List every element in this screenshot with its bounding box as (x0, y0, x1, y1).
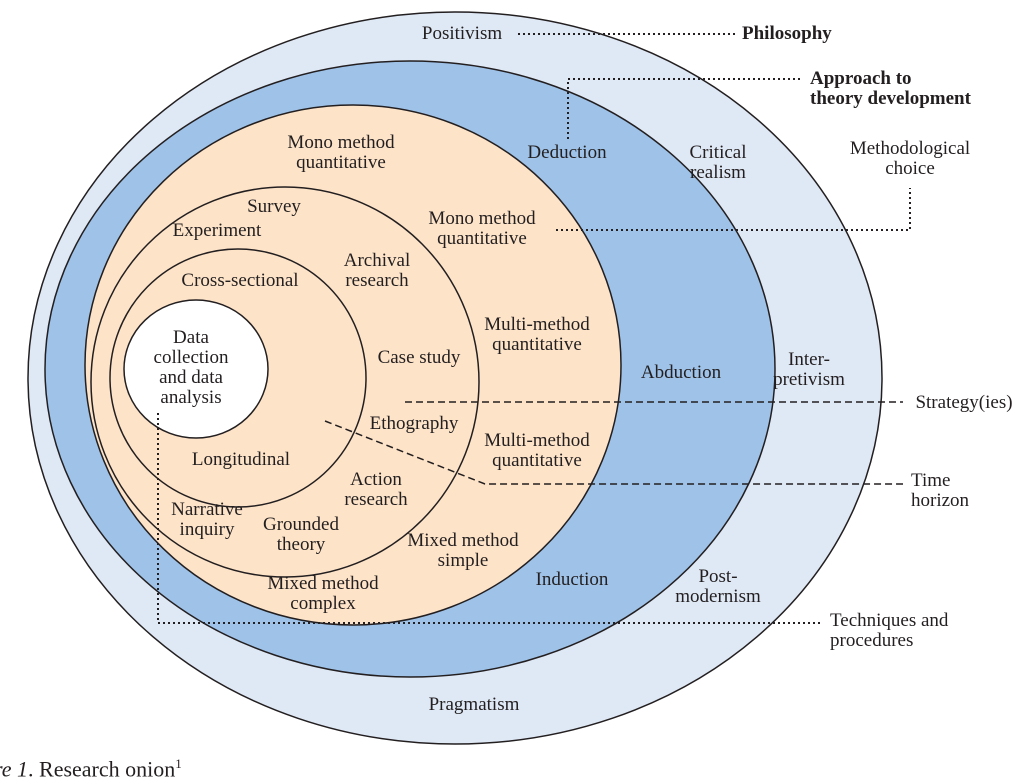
label-grounded-theory: Grounded theory (263, 514, 339, 555)
label-time-horizon: Time horizon (911, 470, 970, 511)
label-survey: Survey (247, 196, 301, 217)
label-deduction: Deduction (527, 142, 607, 163)
caption-text: . Research onion (28, 756, 176, 781)
label-archival-research: Archival research (343, 250, 411, 291)
time-horizon-leader (324, 420, 903, 485)
label-experiment: Experiment (172, 220, 262, 241)
label-abduction: Abduction (640, 362, 722, 383)
label-pragmatism: Pragmatism (428, 694, 520, 715)
label-approach: Approach to theory development (810, 68, 971, 109)
label-mixed-simple: Mixed method simple (407, 530, 519, 571)
label-techniques: Techniques and procedures (830, 610, 949, 651)
label-mixed-complex: Mixed method complex (267, 573, 379, 614)
caption-prefix: re 1 (0, 756, 29, 781)
label-data-collection: Data collection and data analysis (153, 327, 229, 408)
label-multi-method-2: Multi-method quantitative (484, 430, 590, 471)
methodological-choice-leader (556, 188, 911, 231)
label-positivism: Positivism (421, 23, 503, 44)
label-critical-realism: Critical realism (689, 142, 747, 183)
label-mono-method-2: Mono method quantitative (428, 208, 536, 249)
label-action-research: Action research (344, 469, 408, 510)
label-induction: Induction (535, 569, 609, 590)
label-mono-method-1: Mono method quantitative (287, 132, 395, 173)
label-cross-sectional: Cross-sectional (181, 270, 299, 291)
label-longitudinal: Longitudinal (191, 449, 291, 470)
label-ethography: Ethography (369, 413, 459, 434)
label-multi-method-1: Multi-method quantitative (484, 314, 590, 355)
label-strategies: Strategy(ies) (915, 392, 1013, 413)
techniques-leader (157, 413, 820, 624)
techniques-core (123, 299, 269, 439)
label-interpretivism: Inter- pretivism (773, 349, 845, 390)
label-methodological-choice: Methodological choice (849, 138, 971, 179)
label-narrative-inquiry: Narrative inquiry (171, 499, 243, 540)
caption-footnote: 1 (175, 756, 182, 771)
label-case-study: Case study (377, 347, 461, 368)
figure-caption: re 1. Research onion1 (0, 752, 182, 781)
label-philosophy: Philosophy (742, 23, 832, 44)
approach-leader (567, 78, 800, 139)
label-postmodernism: Post- modernism (675, 566, 761, 607)
